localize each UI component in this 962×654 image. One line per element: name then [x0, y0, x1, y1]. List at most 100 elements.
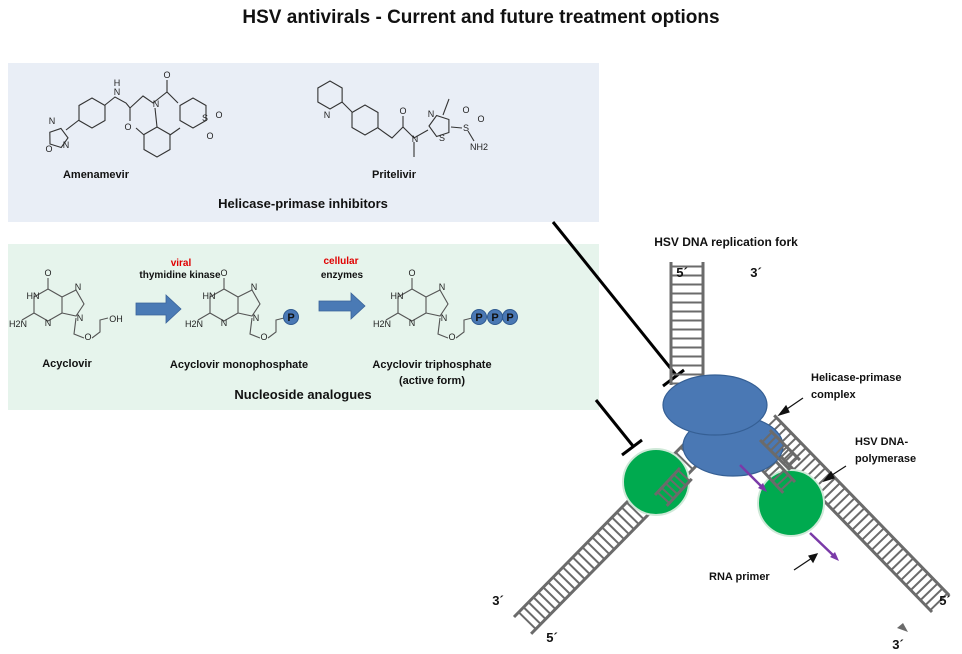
benzene-ring	[351, 104, 379, 136]
base-pair-rung	[827, 487, 846, 506]
replication-fork	[512, 262, 951, 635]
base-pair-rung	[656, 491, 670, 504]
pritelivir-label: Pritelivir	[372, 169, 417, 181]
base-pair-rung	[914, 577, 934, 596]
nucleoside-analogues-panel	[8, 244, 599, 410]
atom-label: HN	[391, 291, 404, 301]
base-pair-rung	[581, 546, 601, 565]
oxadiazole-ring	[49, 127, 69, 149]
base-pair-rung	[836, 497, 856, 516]
strand-rail	[773, 414, 951, 597]
base-pair-rung	[851, 512, 871, 531]
imidazole-ring	[237, 289, 261, 317]
base-pair-rung	[929, 592, 949, 611]
base-pair-rung	[778, 448, 790, 460]
base-pair-rung	[611, 516, 630, 535]
atom-label: NH2	[470, 142, 488, 152]
strand-rail	[755, 430, 934, 614]
base-pair-rung	[786, 456, 799, 469]
base-pair-rung	[885, 547, 905, 566]
base-pair-rung	[822, 482, 841, 501]
base-pair-rung	[606, 521, 625, 540]
lagging-nascent	[653, 466, 693, 507]
bond	[169, 127, 181, 136]
atom-label: O	[448, 332, 455, 342]
cellular-label: cellular	[323, 256, 358, 267]
atom-label: O	[44, 268, 51, 278]
atom-label: N	[412, 134, 419, 144]
base-pair-rung	[522, 606, 542, 625]
base-pair-rung	[841, 502, 861, 521]
base-pair-rung	[562, 566, 581, 585]
base-pair-rung	[856, 517, 875, 536]
base-pair-rung	[665, 482, 679, 496]
active-form-label: (active form)	[399, 375, 465, 387]
base-pair-rung	[601, 526, 620, 545]
base-pair-rung	[895, 557, 914, 576]
conversion-arrow-2	[318, 292, 366, 320]
rna-primer-arrowhead	[830, 552, 839, 561]
atom-label: N	[428, 109, 435, 119]
fork-title: HSV DNA replication fork	[654, 235, 798, 249]
base-pair-rung	[547, 581, 566, 600]
atom-label: S	[463, 123, 469, 133]
polymerase-inhibition-bar	[621, 438, 643, 457]
bond	[104, 91, 179, 109]
atom-label: N	[45, 318, 52, 328]
base-pair-rung	[571, 556, 591, 575]
strand-arrowhead	[897, 623, 908, 632]
bond	[455, 317, 473, 339]
base-pair-rung	[870, 532, 890, 551]
thymidine-kinase-label: thymidine kinase	[139, 270, 221, 281]
atom-label: N	[221, 318, 228, 328]
helicase-label-line1: Helicase-primase	[811, 372, 902, 384]
left-3prime-label: 3´	[492, 593, 504, 608]
atom-label: N	[251, 282, 258, 292]
amenamevir-label: Amenamevir	[63, 169, 130, 181]
atom-label: N	[441, 313, 448, 323]
base-pair-rung	[621, 506, 640, 525]
right-5prime-label: 5´	[939, 593, 951, 608]
atom-label: O	[84, 332, 91, 342]
bond	[467, 130, 475, 142]
bond	[154, 107, 158, 128]
atom-label: H2N	[373, 319, 391, 329]
base-pair-rung	[669, 478, 683, 491]
bond	[450, 126, 463, 129]
bond	[437, 317, 449, 339]
atom-label: O	[124, 122, 131, 132]
phosphate-circle	[471, 309, 487, 325]
atom-label: O	[260, 332, 267, 342]
primer-pointer-arrow	[793, 557, 813, 571]
phosphate-label: P	[491, 312, 498, 324]
atom-label: N	[77, 313, 84, 323]
atom-label: N	[409, 318, 416, 328]
bond	[442, 98, 450, 116]
base-pair-rung	[880, 542, 900, 561]
imidazole-ring	[61, 289, 85, 317]
atom-label: O	[477, 114, 484, 124]
bond	[341, 101, 353, 113]
pyridine-ring	[317, 80, 343, 110]
strand-rail	[653, 466, 682, 497]
viral-label: viral	[171, 258, 192, 269]
base-pair-rung	[557, 571, 576, 590]
base-pair-rung	[775, 474, 790, 487]
base-pair-rung	[780, 478, 794, 491]
nucleoside-analogues-heading: Nucleoside analogues	[234, 387, 371, 402]
enzymes-label: enzymes	[321, 270, 364, 281]
base-pair-rung	[596, 531, 616, 550]
rna-primer-2	[809, 532, 835, 557]
inhibition-markers	[551, 221, 685, 457]
base-pair-rung	[532, 596, 552, 615]
bond	[73, 317, 85, 339]
phosphate-label: P	[506, 312, 513, 324]
base-pair-rung	[660, 487, 675, 500]
